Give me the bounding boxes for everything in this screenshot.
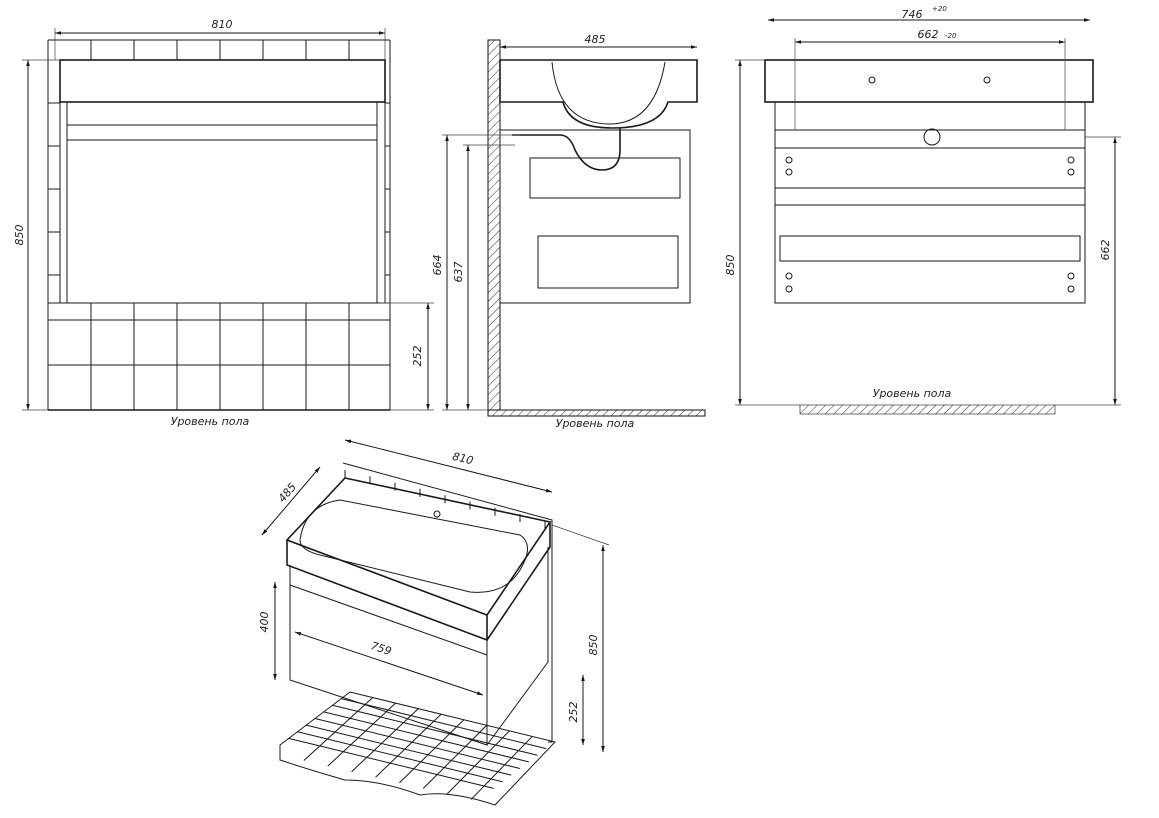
dimension-depth-label: 485: [585, 33, 606, 46]
tile-line: [314, 718, 521, 769]
floor-level-label: Уровень пола: [873, 387, 952, 400]
dimension-662-label: 662: [918, 28, 939, 41]
front-view: 810 850 252 Уровень пола: [13, 18, 434, 428]
tile-line: [341, 698, 547, 750]
tile-line: [288, 737, 494, 789]
tile-line: [323, 711, 529, 763]
mount-hole: [785, 285, 793, 293]
mount-hole: [1067, 156, 1075, 164]
tile-line: [332, 704, 538, 756]
tile-line: [303, 697, 374, 761]
rear-view: 746 +20 662 -20 850 662 Уровень пола: [724, 5, 1121, 415]
tile-line: [327, 702, 396, 767]
siphon: [512, 128, 621, 171]
tile-line: [422, 724, 488, 789]
wall-section: [487, 39, 501, 411]
cabinet-side: [499, 129, 691, 304]
sink-top: [285, 477, 552, 616]
wall-tiles: [342, 462, 553, 743]
dimension-662-tolerance: -20: [945, 32, 957, 40]
dimension-746-tolerance: +20: [932, 5, 947, 13]
drawer-front: [66, 139, 378, 304]
floor-level-label: Уровень пола: [171, 415, 250, 428]
floor-tiles: [279, 691, 556, 806]
drawer-front: [289, 565, 488, 746]
dimension-637-label: 637: [452, 262, 465, 283]
dimension-height-label: 850: [13, 225, 26, 246]
mount-hole: [1067, 285, 1075, 293]
mount-hole: [785, 156, 793, 164]
tile-line: [446, 730, 510, 795]
dimension-drawer-width-label: 759: [369, 639, 393, 658]
cabinet-back: [774, 101, 1086, 304]
iso-view: 810 485 400 759 850 252: [258, 439, 610, 806]
drain-hole: [923, 128, 941, 146]
dimension-height-label: 850: [587, 635, 600, 656]
tile-line: [297, 731, 503, 783]
cabinet-body: [66, 101, 378, 304]
floor-level-label: Уровень пола: [556, 417, 635, 430]
sink-basin: [299, 499, 528, 593]
sink-countertop: [764, 59, 1094, 103]
lower-drawer: [537, 235, 679, 289]
sink-countertop: [59, 59, 386, 103]
dimension-width-label: 810: [451, 450, 475, 468]
side-view: 485 664 637 Уровень пола: [431, 33, 706, 430]
mount-hole: [785, 168, 793, 176]
tile-line: [306, 724, 512, 776]
tile-line: [399, 719, 465, 784]
dimension-floor-label: 252: [411, 346, 424, 367]
dimension-mount-label: 662: [1099, 240, 1112, 261]
dimension-drawer-height-label: 400: [258, 612, 271, 633]
tile-line: [375, 713, 442, 778]
floor-section: [487, 409, 706, 417]
dimension-width-label: 810: [212, 18, 233, 31]
sink-profile: [499, 59, 698, 129]
dimension-depth-label: 485: [276, 481, 299, 505]
mount-hole: [785, 272, 793, 280]
floor-section: [799, 404, 1056, 415]
dimension-height-label: 850: [724, 255, 737, 276]
mount-hole: [1067, 272, 1075, 280]
dimension-664-label: 664: [431, 255, 444, 276]
wall-tiles: [47, 39, 391, 410]
dimension-floor-label: 252: [567, 702, 580, 723]
mount-hole: [1067, 168, 1075, 176]
tile-line: [470, 736, 533, 800]
dimension-746-label: 746: [902, 8, 923, 21]
upper-drawer: [529, 157, 681, 199]
